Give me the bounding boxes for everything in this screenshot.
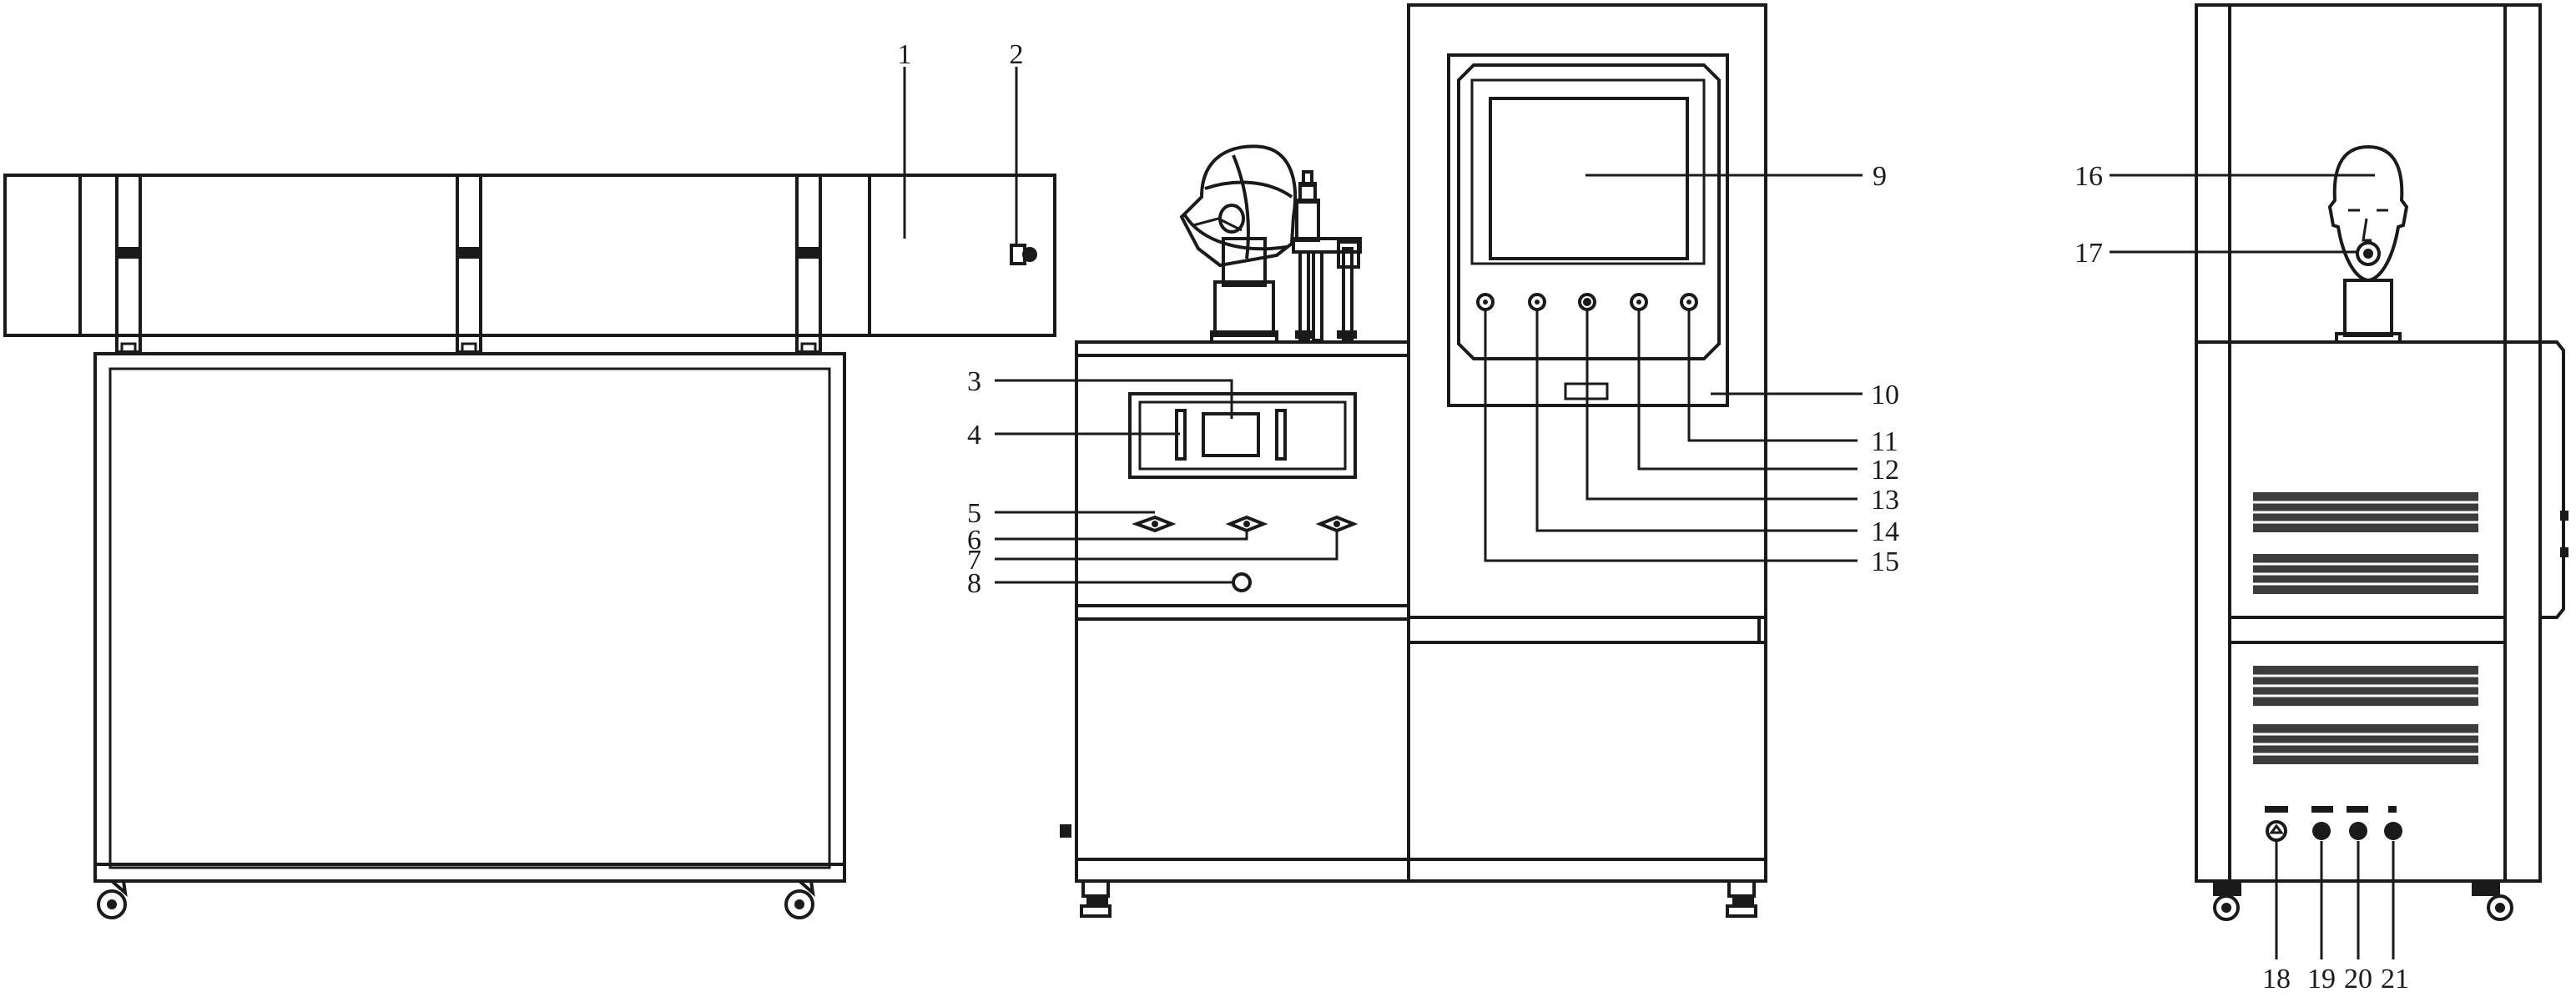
connector-icon xyxy=(2265,806,2288,842)
leveling-foot-icon xyxy=(1080,879,1112,918)
callout-5: 5 xyxy=(967,498,981,529)
left-view xyxy=(3,174,1056,919)
callout-labels: 1 2 3 4 5 6 7 8 9 10 11 12 13 14 15 16 1… xyxy=(898,39,2410,994)
callout-6: 6 xyxy=(967,525,981,556)
callout-21: 21 xyxy=(2381,964,2409,994)
connector-icon xyxy=(2384,806,2402,840)
knob-icon xyxy=(1010,244,1037,265)
callout-12: 12 xyxy=(1871,455,1899,486)
headform-icon xyxy=(1179,144,1298,344)
button-icon xyxy=(1630,293,1648,311)
right-cabinet xyxy=(1407,3,1767,883)
pipe-assembly xyxy=(1292,170,1362,342)
callout-18: 18 xyxy=(2262,964,2291,994)
right-view xyxy=(2195,3,2568,921)
button-icon xyxy=(1476,293,1495,311)
callout-7: 7 xyxy=(967,545,981,576)
leader-lines xyxy=(903,67,2395,959)
callout-20: 20 xyxy=(2344,964,2372,994)
leveling-foot-icon xyxy=(1726,879,1757,918)
valve-icon xyxy=(1225,515,1268,533)
valve-icon xyxy=(1132,515,1177,533)
callout-10: 10 xyxy=(1871,380,1899,410)
callout-4: 4 xyxy=(967,420,981,451)
callout-9: 9 xyxy=(1873,161,1887,192)
button-icon xyxy=(1528,293,1546,311)
button-icon xyxy=(1680,293,1698,311)
cart-frame xyxy=(93,352,846,883)
callout-11: 11 xyxy=(1871,426,1898,457)
button-icon xyxy=(1578,293,1596,311)
side-cabinet xyxy=(2195,3,2542,883)
connector-icon xyxy=(2347,806,2368,840)
caster-wheel-icon xyxy=(784,879,815,919)
callout-16: 16 xyxy=(2074,161,2103,192)
callout-1: 1 xyxy=(898,39,912,70)
connector-icon xyxy=(2311,806,2333,840)
callout-14: 14 xyxy=(1871,516,1899,547)
callout-15: 15 xyxy=(1871,546,1899,577)
end-box xyxy=(868,174,1056,337)
callout-17: 17 xyxy=(2074,238,2103,269)
port-icon xyxy=(1232,572,1252,592)
left-cabinet xyxy=(1075,340,1410,883)
tube-chamber xyxy=(3,174,1056,337)
caster-wheel-icon xyxy=(97,879,128,919)
headform-icon xyxy=(2327,144,2409,344)
caster-wheel-icon xyxy=(2472,881,2513,921)
callout-8: 8 xyxy=(967,568,981,599)
caster-wheel-icon xyxy=(2213,881,2241,921)
callout-19: 19 xyxy=(2307,964,2336,994)
touch-screen xyxy=(1489,97,1689,260)
vent-grille xyxy=(2253,492,2478,764)
callout-2: 2 xyxy=(1010,39,1024,70)
callout-13: 13 xyxy=(1871,485,1899,516)
flowmeter-panel xyxy=(1128,392,1357,479)
callout-3: 3 xyxy=(967,366,981,397)
valve-icon xyxy=(1315,515,1359,533)
clamp-bands xyxy=(115,174,822,355)
middle-view xyxy=(1060,3,1767,918)
